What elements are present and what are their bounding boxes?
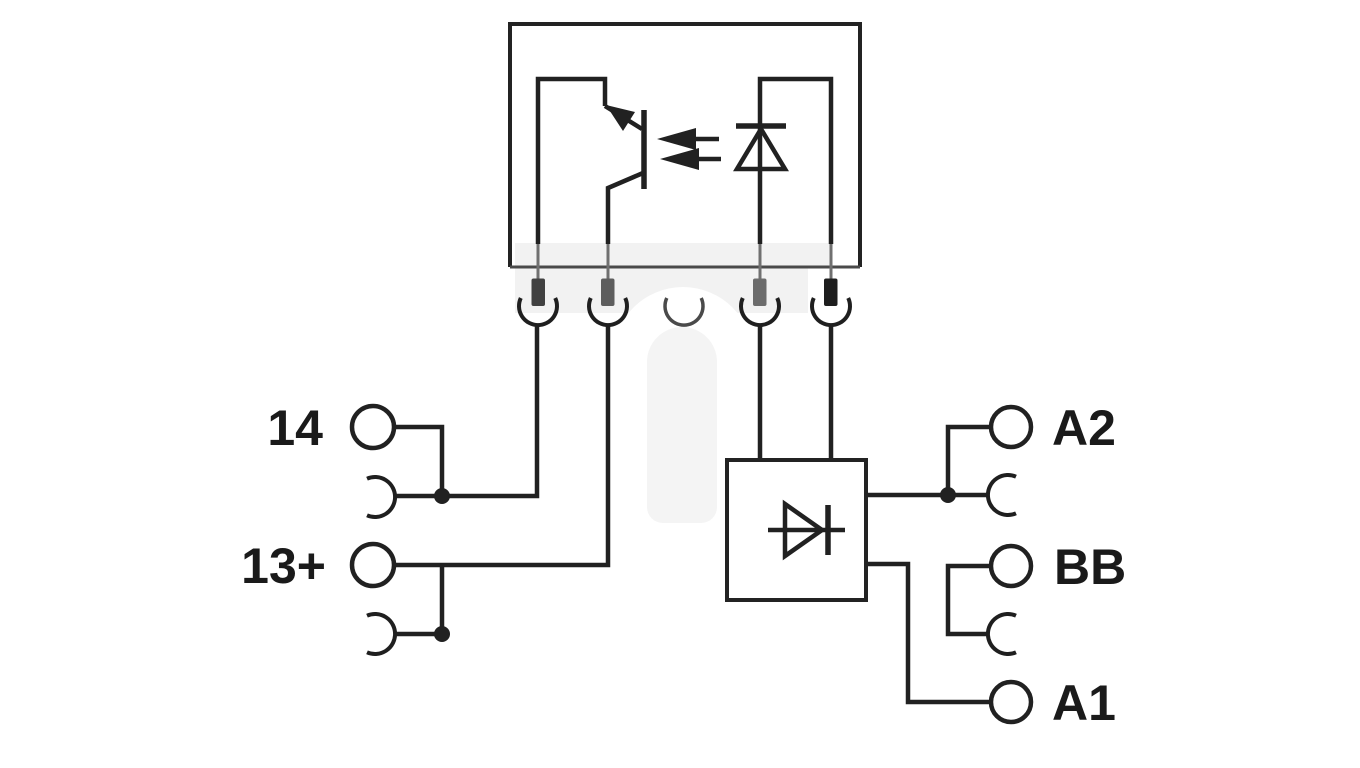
terminal-circle-BB <box>988 543 1034 589</box>
wire-socket2-to-13plus <box>394 325 611 568</box>
terminal-label-13plus: 13+ <box>241 538 326 594</box>
terminal-circle-14 <box>349 403 397 451</box>
socket-cup-4 <box>739 297 781 328</box>
terminal-circle-A2 <box>988 404 1034 450</box>
led-icon <box>733 76 834 244</box>
socket-cup-3 <box>663 297 705 327</box>
phototransistor-icon <box>535 76 647 244</box>
wiring-left <box>394 325 611 637</box>
transistor-emitter-lead <box>535 76 608 244</box>
junction-dots <box>434 487 956 642</box>
terminal-arc-13plus <box>366 612 398 656</box>
plug-pin-2 <box>601 278 615 306</box>
terminal-label-A1: A1 <box>1052 675 1116 731</box>
terminals-left: 14 13+ <box>241 400 398 656</box>
terminal-arc-BB <box>985 612 1017 656</box>
wire-junction-to-A2 <box>945 424 991 497</box>
plug-pin-4 <box>753 278 767 306</box>
optocoupler-enclosure <box>508 22 862 269</box>
wire-diodebox-to-A1 <box>866 561 991 705</box>
light-arrowhead-1 <box>657 128 696 150</box>
wire-branch-to-arc13 <box>395 565 445 637</box>
socket-cup-1 <box>517 297 559 328</box>
plug-pin-1 <box>531 278 545 306</box>
wire-14-to-junction <box>394 424 445 492</box>
plug-in-socket-row <box>517 244 852 328</box>
terminal-arc-14 <box>366 475 398 519</box>
terminal-arc-A2 <box>985 473 1017 517</box>
light-arrows-icon <box>657 128 721 170</box>
led-leads <box>757 76 834 244</box>
terminal-label-A2: A2 <box>1052 400 1116 456</box>
wiring-right <box>757 325 991 705</box>
terminal-label-BB: BB <box>1054 539 1126 595</box>
diode-box <box>725 458 868 602</box>
free-wheeling-diode-block <box>725 458 868 602</box>
terminal-circle-13plus <box>349 541 397 589</box>
plug-pin-5 <box>824 278 838 306</box>
light-arrowhead-2 <box>660 148 699 170</box>
diode-triangle <box>782 499 826 561</box>
wire-BB-loop <box>945 563 991 637</box>
led-triangle <box>733 124 789 172</box>
transistor-collector-lead <box>605 170 644 244</box>
socket-cup-2 <box>587 297 629 328</box>
enclosure-outline <box>508 22 862 267</box>
terminal-circle-A1 <box>988 679 1034 725</box>
junction-dot-A2 <box>940 487 956 503</box>
junction-dot-13plus <box>434 626 450 642</box>
relay-silhouette <box>515 243 830 523</box>
terminals-right: A2 BB A1 <box>985 400 1126 731</box>
wire-socket1-to-arc14 <box>395 325 540 499</box>
silhouette-post <box>647 327 717 523</box>
silhouette-band <box>515 243 830 313</box>
junction-dot-14 <box>434 488 450 504</box>
transistor-arrow-icon <box>606 105 635 131</box>
terminal-label-14: 14 <box>267 400 323 456</box>
socket-cup-5 <box>810 297 852 328</box>
